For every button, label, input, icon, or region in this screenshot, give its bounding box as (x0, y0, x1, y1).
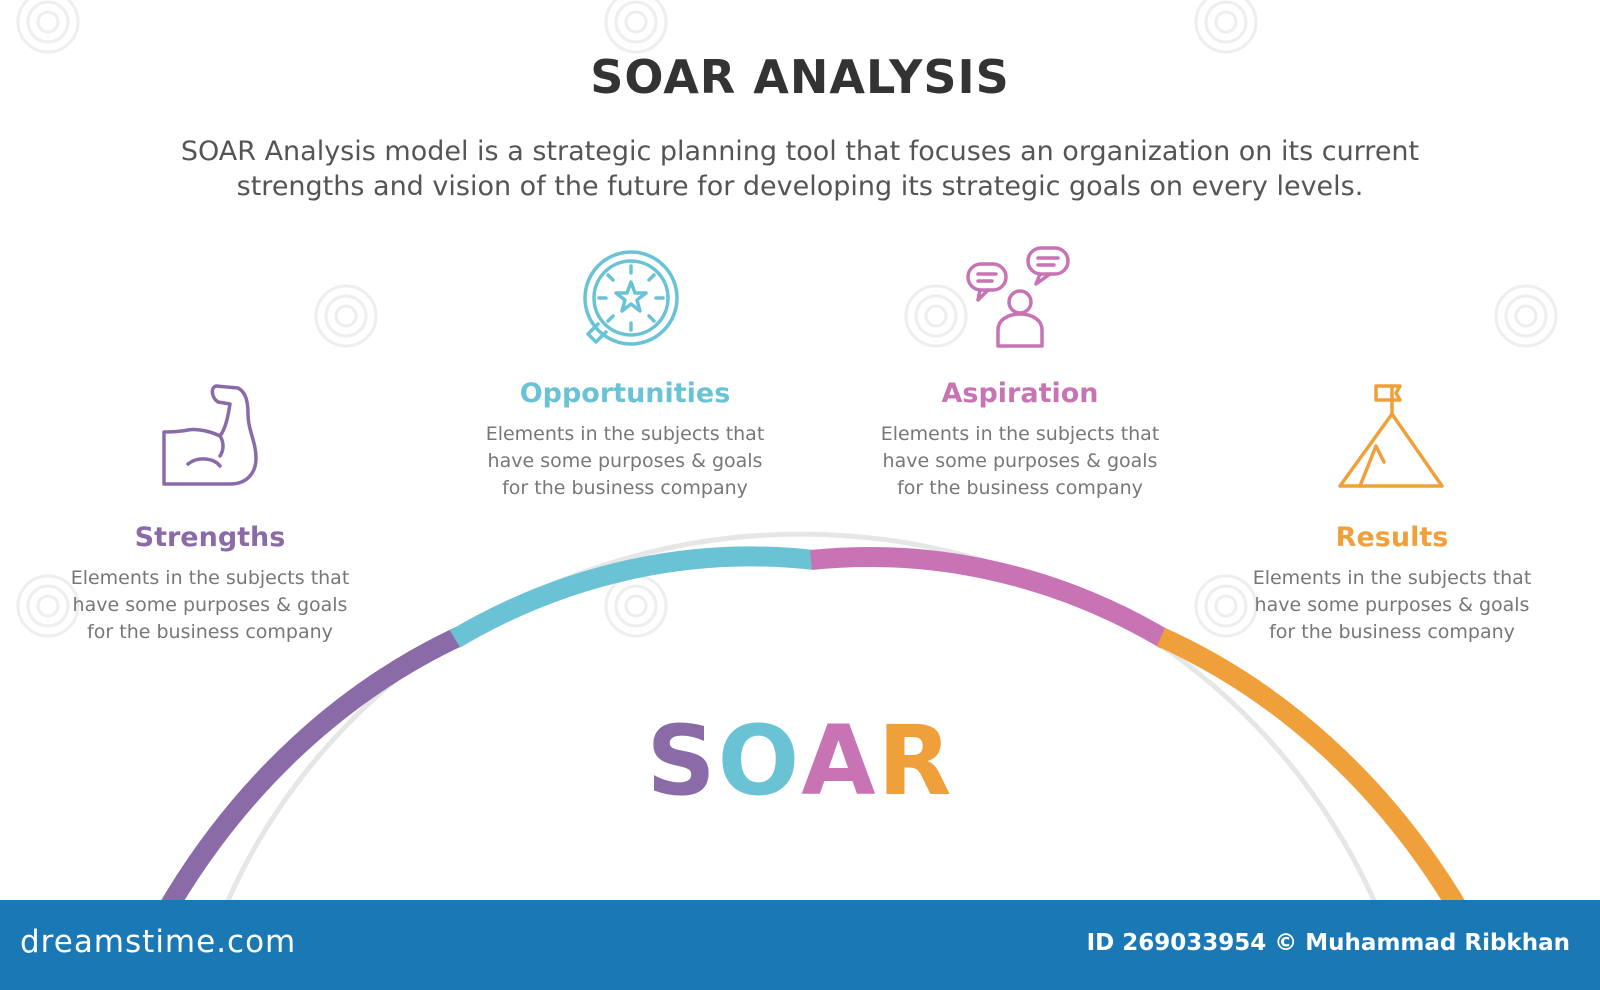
person-speech-icon (966, 246, 1076, 350)
watermark-swirl-icon (604, 0, 668, 54)
strengths-block: Strengths Elements in the subjects that … (50, 522, 370, 646)
watermark-swirl-icon (904, 284, 968, 348)
description-line: have some purposes & goals (1254, 594, 1530, 616)
mountain-flag-icon (1338, 384, 1444, 490)
aspiration-block: Aspiration Elements in the subjects that… (860, 378, 1180, 502)
description-line: for the business company (897, 477, 1143, 499)
watermark-swirl-icon (16, 574, 80, 638)
inner-arc-track (223, 531, 1379, 907)
description-line: for the business company (502, 477, 748, 499)
aspiration-description: Elements in the subjects that have some … (860, 421, 1180, 502)
strengths-description: Elements in the subjects that have some … (50, 565, 370, 646)
strengths-title: Strengths (134, 522, 286, 553)
description-line: for the business company (1269, 621, 1515, 643)
watermark-swirl-icon (1494, 284, 1558, 348)
description-line: Elements in the subjects that (485, 423, 765, 445)
watermark-swirl-icon (1194, 574, 1258, 638)
description-line: Elements in the subjects that (880, 423, 1160, 445)
description-line: for the business company (87, 621, 333, 643)
watermark-swirl-icon (16, 0, 80, 54)
arc-segment-results (1156, 627, 1465, 911)
letter-a: A (801, 705, 878, 817)
arc-segment-aspiration (809, 546, 1172, 649)
results-description: Elements in the subjects that have some … (1232, 565, 1552, 646)
description-line: Elements in the subjects that (70, 567, 350, 589)
results-title: Results (1335, 522, 1449, 553)
footer-bar: dreamstime.com ID 269033954 © Muhammad R… (0, 900, 1600, 990)
letter-r: R (877, 705, 954, 817)
description-line: have some purposes & goals (882, 450, 1158, 472)
soar-center-word: SOAR (0, 705, 1600, 817)
description-line: Elements in the subjects that (1252, 567, 1532, 589)
opportunities-title: Opportunities (519, 378, 731, 409)
opportunities-description: Elements in the subjects that have some … (465, 421, 785, 502)
watermark-swirl-icon (1194, 0, 1258, 54)
letter-s: S (646, 705, 718, 817)
description-line: have some purposes & goals (72, 594, 348, 616)
aspiration-title: Aspiration (941, 378, 1099, 409)
arc-segment-opportunities (449, 546, 816, 648)
subtitle-line: strengths and vision of the future for d… (236, 171, 1364, 202)
results-block: Results Elements in the subjects that ha… (1232, 522, 1552, 646)
image-credit: ID 269033954 © Muhammad Ribkhan (1086, 930, 1570, 956)
brand-logo-text[interactable]: dreamstime.com (20, 924, 297, 960)
page-subtitle: SOAR Analysis model is a strategic plann… (130, 134, 1470, 204)
star-badge-icon (578, 248, 684, 354)
flexed-arm-icon (158, 384, 262, 488)
subtitle-line: SOAR Analysis model is a strategic plann… (180, 136, 1420, 167)
arc-segment-strengths (161, 626, 465, 911)
watermark-swirl-icon (604, 574, 668, 638)
description-line: have some purposes & goals (487, 450, 763, 472)
page-title: SOAR ANALYSIS (590, 50, 1010, 104)
opportunities-block: Opportunities Elements in the subjects t… (465, 378, 785, 502)
letter-o: O (717, 705, 802, 817)
watermark-swirl-icon (314, 284, 378, 348)
